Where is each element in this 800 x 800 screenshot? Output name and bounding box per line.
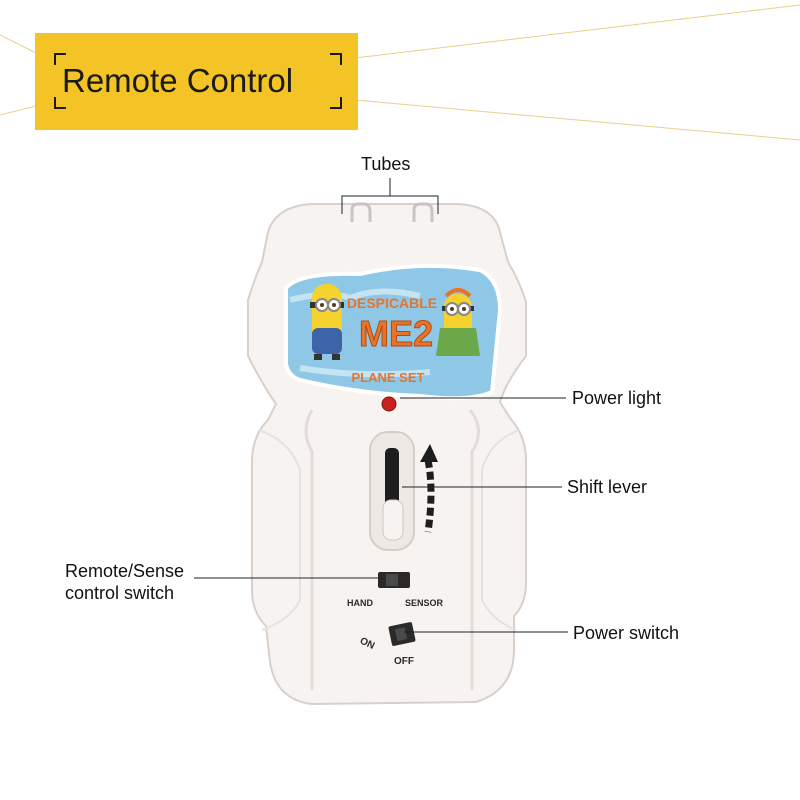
shift-lever-label: Shift lever: [567, 477, 648, 497]
power-switch-control: ON OFF: [358, 622, 416, 667]
switch-left-label: HAND: [347, 598, 373, 608]
power-light-indicator: [381, 396, 397, 412]
callout-lines: [194, 178, 568, 633]
shift-lever-control: [369, 431, 438, 551]
power-light-label: Power light: [572, 388, 662, 408]
switch-right-label: SENSOR: [405, 598, 444, 608]
tubes-label: Tubes: [361, 154, 411, 174]
power-switch-label: Power switch: [573, 623, 680, 643]
remote-sense-label: Remote/Sense control switch: [65, 560, 215, 604]
remote-sense-switch: HAND SENSOR: [347, 572, 444, 608]
remote-sense-label-line2: control switch: [65, 583, 175, 603]
page-title: Remote Control: [62, 62, 294, 99]
minion-right-figure: [436, 288, 480, 356]
minions-sticker: DESPICABLE ME2 PLANE SET: [284, 263, 503, 401]
power-off-label: OFF: [394, 656, 414, 667]
minion-left-figure: [310, 284, 344, 360]
tubes-part: [350, 202, 434, 222]
decorative-lines: [0, 4, 800, 141]
sticker-subtitle: PLANE SET: [352, 370, 425, 385]
title-banner: [35, 33, 358, 130]
remote-sense-label-line1: Remote/Sense: [65, 561, 185, 581]
sticker-brand-line1: DESPICABLE: [347, 295, 437, 311]
sticker-brand-line2: ME2: [359, 313, 433, 354]
